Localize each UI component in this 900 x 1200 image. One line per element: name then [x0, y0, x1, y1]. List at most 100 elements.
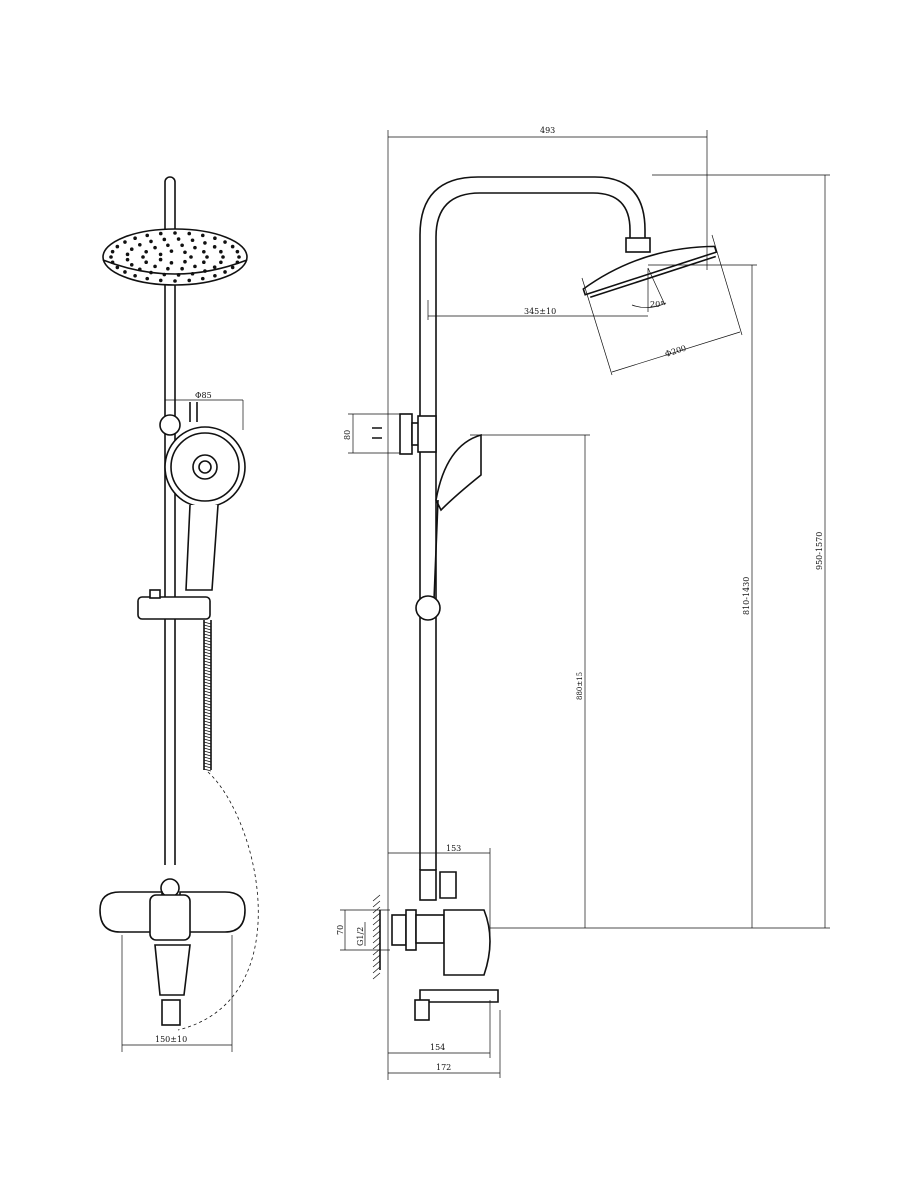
nozzle-dot — [123, 240, 127, 244]
nozzle-dot — [149, 270, 153, 275]
nozzle-dot — [110, 260, 115, 265]
dim-hand-shower-height: 880±15 — [576, 672, 584, 700]
nozzle-dot — [166, 266, 170, 271]
nozzle-dot — [153, 245, 157, 250]
wall-hatch — [372, 966, 381, 974]
nozzle-dot — [190, 271, 195, 276]
nozzle-dot — [205, 255, 209, 259]
nozzle-dot — [187, 231, 192, 236]
nozzle-dot — [203, 269, 207, 273]
nozzle-dot — [145, 233, 150, 238]
nozzle-dot — [212, 265, 217, 269]
nozzle-dot — [149, 239, 153, 244]
nozzle-dot — [180, 266, 184, 271]
nozzle-dot — [138, 242, 142, 247]
nozzle-dot — [219, 249, 223, 254]
riser-rail — [164, 176, 176, 865]
holder-bracket — [159, 414, 181, 436]
nozzle-dot — [213, 236, 217, 241]
wall-hatch — [372, 936, 381, 944]
nozzle-dot — [133, 273, 137, 278]
nozzle-dot — [133, 236, 137, 241]
nozzle-dot — [183, 259, 187, 264]
dim-hand-shower-diameter: Φ85 — [195, 391, 212, 400]
riser-and-arm-inner — [435, 192, 631, 870]
mixer-front — [99, 878, 246, 1026]
wall-hatch — [372, 894, 381, 902]
nozzle-dot — [169, 261, 174, 265]
wall-hatch — [372, 954, 381, 962]
nozzle-dot — [176, 237, 181, 241]
nozzle-dot — [115, 265, 120, 270]
wall-hatch — [372, 960, 381, 968]
nozzle-dot — [189, 255, 193, 259]
nozzle-dot — [221, 255, 225, 259]
nozzle-dot — [145, 276, 150, 281]
dim-head-height-range: 810-1430 — [742, 577, 751, 615]
nozzle-dot — [153, 264, 157, 269]
nozzle-dot — [158, 257, 163, 262]
dim-thread: G1/2 — [356, 927, 365, 946]
nozzle-dot — [129, 263, 134, 267]
nozzle-dot — [173, 279, 177, 283]
slider-knob — [415, 595, 441, 621]
overhead-shower-front — [102, 228, 248, 286]
nozzle-dot — [235, 249, 240, 254]
nozzle-dot — [138, 267, 142, 272]
nozzle-dot — [187, 278, 192, 283]
riser-and-arm-outer — [419, 176, 646, 870]
mixer-side — [372, 869, 499, 1021]
dim-total-height-range: 950-1570 — [815, 532, 824, 570]
wall-hatch — [372, 912, 381, 920]
front-view — [99, 176, 259, 1052]
nozzle-dot — [158, 278, 163, 283]
dim-wall-inlet-height: 70 — [336, 925, 345, 935]
nozzle-dot — [180, 243, 184, 248]
wall-hatch — [372, 924, 381, 932]
wall-bracket — [372, 413, 437, 455]
nozzle-dot — [141, 255, 145, 259]
nozzle-dot — [219, 260, 223, 265]
nozzle-dot — [203, 241, 207, 245]
nozzle-dot — [162, 237, 167, 242]
nozzle-dot — [183, 250, 187, 255]
nozzle-dot — [123, 270, 127, 274]
dim-mixer-depth-bottom: 172 — [436, 1063, 451, 1072]
hose-path — [177, 771, 259, 1031]
nozzle-dot — [158, 231, 163, 236]
wall-hatch — [372, 918, 381, 926]
nozzle-dot — [190, 238, 195, 243]
dim-tilt-angle: 20° — [650, 300, 664, 309]
nozzle-dot — [144, 260, 148, 265]
nozzle-dot — [202, 249, 206, 254]
side-view — [340, 130, 830, 1080]
nozzle-dot — [223, 270, 227, 274]
nozzle-dot — [110, 249, 115, 254]
nozzle-dot — [144, 249, 148, 254]
nozzle-dot — [166, 243, 170, 248]
nozzle-dot — [200, 276, 205, 281]
dim-mixer-width: 150±10 — [155, 1035, 187, 1044]
nozzle-dot — [223, 240, 227, 244]
hand-shower-front — [159, 402, 246, 591]
dim-total-reach: 493 — [540, 126, 555, 135]
dim-mixer-depth-top: 153 — [446, 844, 461, 853]
nozzle-dot — [193, 245, 197, 250]
nozzle-dot — [176, 273, 181, 277]
wall-hatch — [372, 942, 381, 950]
nozzle-dot — [129, 247, 134, 251]
wall-hatch — [372, 900, 381, 908]
nozzle-dot — [213, 273, 217, 278]
nozzle-dot — [125, 252, 130, 257]
nozzle-dot — [235, 260, 240, 265]
ball-joint — [625, 237, 651, 253]
wall-hatch — [372, 972, 381, 980]
nozzle-dot — [115, 244, 120, 249]
nozzle-dot — [230, 244, 235, 249]
nozzle-dot — [202, 260, 206, 265]
nozzle-dot — [193, 264, 197, 269]
dim-mixer-depth-mid: 154 — [430, 1043, 445, 1052]
nozzle-dot — [200, 233, 205, 238]
slider — [137, 596, 211, 620]
nozzle-dot — [173, 231, 177, 235]
